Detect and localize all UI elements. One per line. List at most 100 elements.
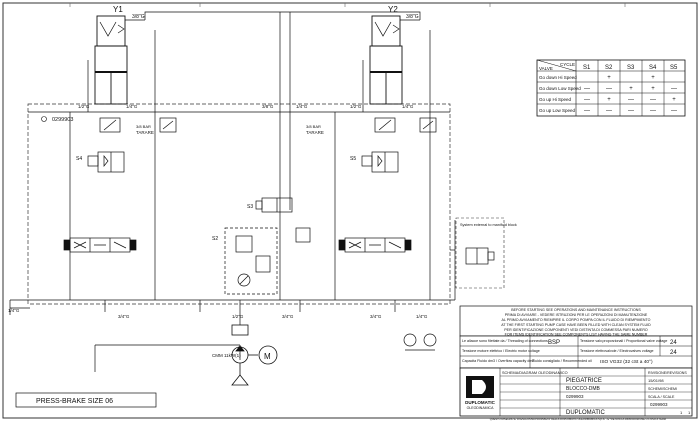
cycle-cell: — [606, 108, 612, 114]
valve-s4-label: S4 [76, 156, 82, 162]
cylinder-y2-label: Y2 [388, 5, 398, 14]
svg-text:3/4"G: 3/4"G [370, 314, 382, 319]
border-ticks [69, 3, 626, 7]
cycle-cell: + [629, 86, 633, 92]
cycle-cell: — [671, 108, 677, 114]
spec-table: Le allacce sono filettate da / Threading… [459, 335, 693, 369]
cycle-table: CYCLE VALVE S1 S2 S3 S4 S5 Go down Hi Sp… [536, 59, 686, 117]
svg-text:Le allacce sono filettate da /: Le allacce sono filettate da / Threading… [462, 339, 548, 343]
svg-text:VALVE: VALVE [539, 66, 553, 71]
cycle-cell: + [651, 75, 655, 81]
press-label-box [15, 392, 157, 408]
svg-text:0299903: 0299903 [650, 402, 668, 407]
svg-text:1/2"G: 1/2"G [350, 104, 362, 109]
cycle-cell: — [606, 86, 612, 92]
svg-text:1/4"G: 1/4"G [296, 104, 308, 109]
svg-text:1/2"G: 1/2"G [232, 314, 244, 319]
svg-text:Capacita Fluido dm3 / Overflow: Capacita Fluido dm3 / Overflow capacity … [462, 359, 534, 363]
svg-text:PRIMA DI AVVIARE - VEDERE ISTR: PRIMA DI AVVIARE - VEDERE ISTRUZIONI PER… [505, 313, 648, 317]
external-valve [465, 247, 495, 265]
svg-text:3/8 BAR: 3/8 BAR [306, 124, 321, 129]
cycle-row-label: Go down Hi Speed [539, 75, 577, 80]
cycle-cell: — [671, 86, 677, 92]
right-pilot-valve-group [361, 117, 437, 173]
svg-text:3/4"G: 3/4"G [118, 314, 130, 319]
svg-text:24: 24 [670, 350, 677, 356]
svg-text:BSP: BSP [548, 340, 560, 346]
svg-text:1/4"G: 1/4"G [126, 104, 138, 109]
cylinder-y2: Y2 3/8"G [369, 5, 420, 105]
svg-text:ISO VG32 (32 cSt a 40°): ISO VG32 (32 cSt a 40°) [600, 359, 653, 365]
cycle-cell: — [584, 108, 590, 114]
cycle-col-s5: S5 [670, 65, 678, 71]
cycle-col-s3: S3 [627, 65, 635, 71]
cylinder-y1: Y1 3/8"G [94, 5, 145, 105]
cycle-cell: — [650, 97, 656, 103]
external-system-box [455, 217, 505, 289]
svg-text:BLOCCO-DMB: BLOCCO-DMB [566, 386, 601, 392]
svg-text:OLEODINAMICA: OLEODINAMICA [467, 406, 495, 410]
valve-s5-label: S5 [350, 156, 356, 162]
pipe-size-labels: 1/2"G 1/4"G 3/8"G 1/4"G 1/2"G 1/4"G 3/4"… [8, 104, 428, 319]
cycle-row-label: Go down Low Speed [539, 86, 581, 91]
filter-group [403, 333, 437, 351]
svg-text:1/4"G: 1/4"G [402, 104, 414, 109]
cycle-cell: — [628, 108, 634, 114]
drawing-number: 0299903 [566, 394, 584, 399]
cycle-cell: — [628, 97, 634, 103]
svg-text:Tensione valv.proporzionali /: Tensione valv.proporzionali / Proportion… [580, 339, 667, 343]
cylinder-y1-label: Y1 [113, 5, 123, 14]
taratre-left-label: TARARE [136, 130, 154, 135]
svg-text:SCHEMI/SCHEMI: SCHEMI/SCHEMI [648, 387, 677, 391]
svg-text:Fluido consigliato / Recommend: Fluido consigliato / Recommended oil [532, 359, 592, 363]
title-block: DUPLOMATIC OLEODINAMICA SCHEMA/DIAGRAM O… [459, 367, 693, 417]
svg-text:15/01/98: 15/01/98 [648, 378, 664, 383]
svg-text:CYCLE: CYCLE [560, 62, 575, 67]
plug-icon [41, 116, 47, 122]
svg-text:DUPLOMATIC: DUPLOMATIC [465, 400, 495, 405]
pressure-switch [295, 227, 311, 243]
svg-text:1: 1 [680, 410, 683, 415]
cycle-cell: — [584, 97, 590, 103]
svg-text:Tensione motore elettrico / El: Tensione motore elettrico / Electric mot… [462, 349, 540, 353]
cycle-col-s4: S4 [649, 65, 657, 71]
svg-text:System external to manifold bl: System external to manifold block [460, 223, 517, 227]
pump-motor-assembly [231, 324, 278, 386]
svg-text:1/4"G: 1/4"G [416, 314, 428, 319]
svg-text:SCALA / SCALE: SCALA / SCALE [648, 395, 675, 399]
svg-text:3/4"G: 3/4"G [282, 314, 294, 319]
svg-text:3/8 BAR: 3/8 BAR [136, 124, 151, 129]
cycle-col-s1: S1 [583, 65, 591, 71]
valve-s2-label: S2 [212, 236, 218, 242]
svg-text:3/8"G: 3/8"G [406, 14, 419, 20]
svg-text:RIVISIONE/REVISIONS: RIVISIONE/REVISIONS [648, 371, 687, 375]
pressure-control-unit [224, 227, 278, 295]
svg-text:FOR ITEMS IDENTIFICATION SEE C: FOR ITEMS IDENTIFICATION SEE COMPONENTS … [505, 333, 648, 337]
machine-name: PIEGATRICE [566, 378, 602, 384]
manifold-outline [27, 103, 451, 305]
cycle-cell: — [650, 108, 656, 114]
svg-text:3/8"G: 3/8"G [262, 104, 274, 109]
svg-text:1: 1 [688, 410, 691, 415]
valve-s3-label: S3 [247, 204, 253, 210]
left-directional-valve [63, 237, 137, 253]
motor-spec-label: CMM 11kW(1) [212, 353, 241, 358]
svg-text:BEFORE STARTING SEE OPERATIONS: BEFORE STARTING SEE OPERATIONS AND MAINT… [511, 308, 641, 312]
cycle-cell: + [607, 75, 611, 81]
center-valve-s3 [255, 197, 293, 213]
svg-text:Tensione elettrovalvole / Elec: Tensione elettrovalvole / Electrovalves … [580, 349, 654, 353]
svg-text:AL PRIMO AVVIAMENTO RIEMPIRE I: AL PRIMO AVVIAMENTO RIEMPIRE IL CORPO PO… [502, 318, 651, 322]
notes-box: BEFORE STARTING SEE OPERATIONS AND MAINT… [459, 305, 693, 337]
cycle-cells: ++——++——+——+————— [584, 75, 677, 114]
manifold-part-code: 0299903 [52, 117, 73, 123]
customer-name: DUPLOMATIC [566, 410, 606, 416]
footer-notice: QUESTO DISEGNO E' DI ESCLUSIVA PROPRIETA… [490, 417, 667, 421]
cycle-cell: — [584, 86, 590, 92]
motor-symbol-label: M [264, 352, 271, 361]
cycle-row-label: Go up Low Speed [539, 108, 576, 113]
svg-text:1/2"G: 1/2"G [78, 104, 90, 109]
svg-text:24: 24 [670, 340, 677, 346]
cycle-cell: + [651, 86, 655, 92]
